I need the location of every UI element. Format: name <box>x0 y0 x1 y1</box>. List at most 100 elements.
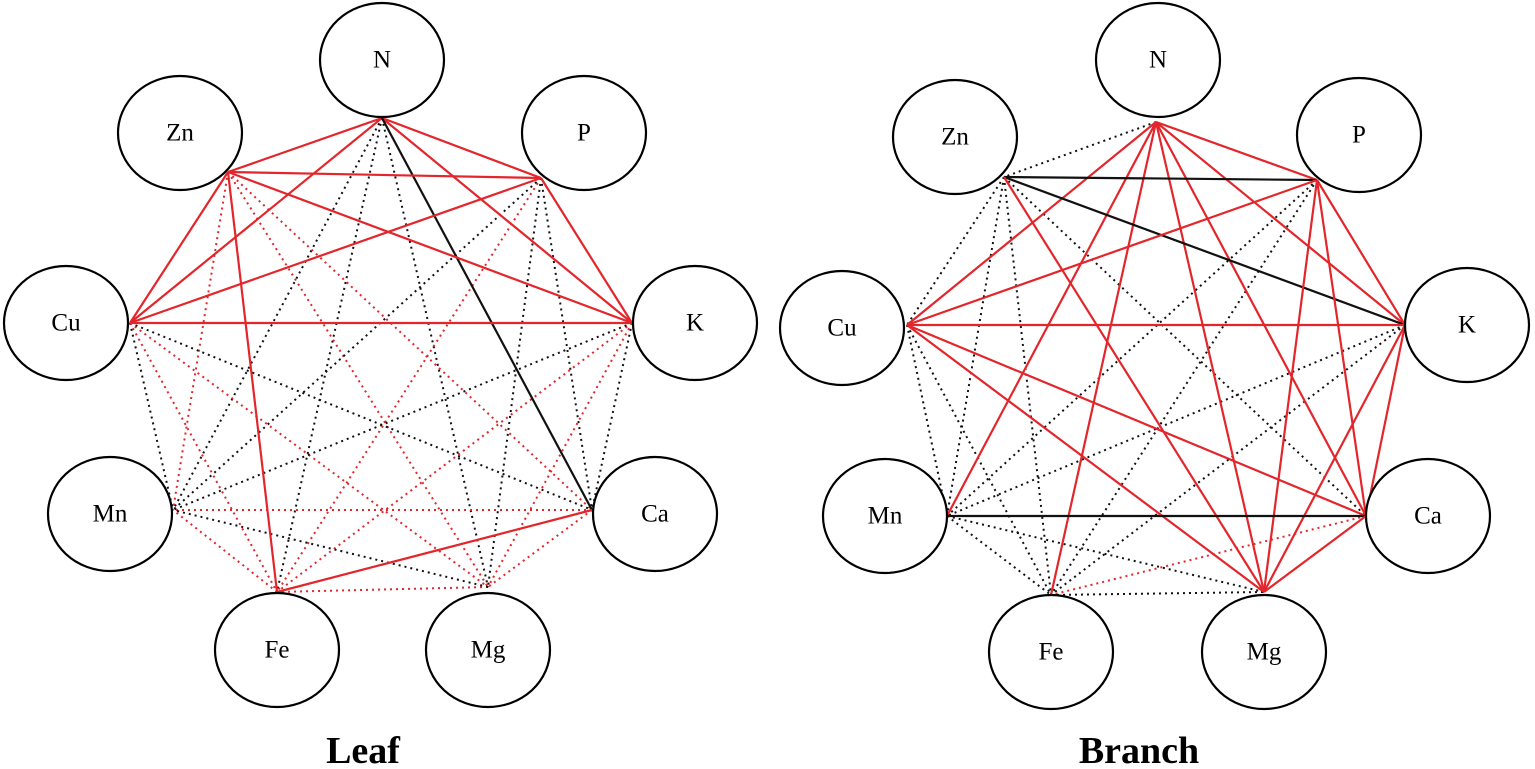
leaf-node-circle <box>2 264 130 382</box>
leaf-node-label: K <box>686 310 704 337</box>
leaf-node-k: K <box>631 264 759 382</box>
leaf-edge-zn-mn <box>172 171 229 511</box>
leaf-edge-k-mn <box>172 322 633 511</box>
branch-edge-zn-fe <box>1003 176 1052 596</box>
branch-edge-p-fe <box>1050 179 1318 596</box>
branch-node-mg: Mg <box>1200 593 1328 711</box>
branch-node-label: K <box>1458 312 1476 339</box>
leaf-node-label: Cu <box>51 310 81 337</box>
leaf-edge-ca-fe <box>276 508 593 594</box>
leaf-node-label: Mg <box>471 637 506 664</box>
branch-edge-ca-fe <box>1050 515 1367 596</box>
leaf-edge-k-fe <box>276 322 633 593</box>
branch-node-ca: Ca <box>1364 457 1492 575</box>
leaf-node-label: Mn <box>93 501 128 528</box>
branch-node-label: Cu <box>827 315 857 342</box>
leaf-edge-n-mn <box>172 117 383 511</box>
leaf-edge-zn-k <box>227 170 633 325</box>
branch-node-circle <box>987 593 1115 711</box>
branch-edge-n-fe <box>1049 121 1158 596</box>
branch-edge-n-cu <box>906 121 1157 326</box>
branch-node-n: N <box>1094 1 1222 119</box>
branch-edge-k-mn <box>946 324 1406 517</box>
branch-node-label: Fe <box>1039 639 1064 666</box>
branch-node-circle <box>778 269 906 387</box>
branch-node-label: Mn <box>868 503 903 530</box>
branch-edge-fe-mg <box>1050 591 1265 596</box>
leaf-node-circle <box>591 455 719 573</box>
leaf-node-cu: Cu <box>2 264 130 382</box>
branch-node-cu: Cu <box>778 269 906 387</box>
branch-edge-zn-p <box>1003 175 1318 182</box>
leaf-node-label: Fe <box>265 637 290 664</box>
branch-node-circle <box>1295 76 1423 194</box>
branch-edge-zn-mn <box>946 176 1005 517</box>
branch-edge-k-ca <box>1364 324 1407 517</box>
leaf-node-label: P <box>577 120 591 147</box>
leaf-node-circle <box>520 74 648 192</box>
branch-node-circle <box>1200 593 1328 711</box>
branch-edge-p-k <box>1316 179 1406 326</box>
branch-edge-zn-ca <box>1003 176 1367 517</box>
branch-node-zn: Zn <box>891 78 1019 196</box>
leaf-edge-n-zn <box>227 116 383 174</box>
leaf-edge-ca-mg <box>487 509 593 588</box>
leaf-edge-zn-p <box>227 170 542 180</box>
leaf-edge-n-p <box>381 116 542 180</box>
branch-edge-n-zn <box>1003 121 1157 178</box>
leaf-node-label: Ca <box>641 501 669 528</box>
branch-edges <box>906 120 1407 596</box>
leaf-edge-zn-mg <box>227 171 489 588</box>
branch-node-k: K <box>1403 266 1531 384</box>
branch-node-label: P <box>1352 122 1366 149</box>
branch-edge-zn-k <box>1003 175 1406 327</box>
branch-edge-mn-mg <box>946 515 1265 593</box>
branch-edge-k-fe <box>1050 324 1406 596</box>
leaf-edge-k-ca <box>591 322 633 511</box>
leaf-node-zn: Zn <box>116 74 244 192</box>
leaf-node-circle <box>46 455 174 573</box>
leaf-edge-zn-cu <box>129 171 229 324</box>
branch-node-fe: Fe <box>987 593 1115 711</box>
leaf-edge-n-mg <box>381 117 489 588</box>
leaf-edge-cu-ca <box>129 322 593 511</box>
branch-edge-n-ca <box>1155 121 1367 517</box>
leaf-node-fe: Fe <box>213 591 341 709</box>
branch-edge-n-k <box>1155 121 1406 326</box>
leaf-node-label: Zn <box>166 120 194 147</box>
branch-node-p: P <box>1295 76 1423 194</box>
leaf-edge-p-fe <box>276 177 542 593</box>
branch-node-circle <box>891 78 1019 196</box>
branch-edge-n-mg <box>1154 121 1266 593</box>
leaf-node-circle <box>631 264 759 382</box>
leaf-edge-k-mg <box>487 322 633 588</box>
leaf-edge-p-cu <box>129 176 542 325</box>
leaf-node-circle <box>116 74 244 192</box>
branch-node-circle <box>1364 457 1492 575</box>
leaf-node-circle <box>213 591 341 709</box>
branch-edge-zn-mg <box>1003 176 1265 593</box>
leaf-edge-cu-mn <box>129 322 174 511</box>
leaf-node-ca: Ca <box>591 455 719 573</box>
leaf-edge-n-fe <box>276 117 383 593</box>
leaf-edge-mg-mn <box>172 509 489 588</box>
branch-node-circle <box>1094 1 1222 119</box>
leaf-node-circle <box>424 591 552 709</box>
leaf-edge-n-ca <box>381 117 593 511</box>
branch-edge-cu-mg <box>906 324 1265 593</box>
leaf-edge-p-mg <box>487 177 542 588</box>
branch-node-label: Zn <box>941 124 969 151</box>
branch-panel-title: Branch <box>1079 730 1199 769</box>
leaf-edge-fe-mn <box>172 509 278 593</box>
leaf-node-circle <box>318 1 446 119</box>
leaf-edge-p-ca <box>540 177 593 511</box>
branch-edge-mn-fe <box>946 515 1052 596</box>
leaf-node-p: P <box>520 74 648 192</box>
branch-node-label: N <box>1149 47 1167 74</box>
branch-edge-n-mn <box>946 121 1157 517</box>
